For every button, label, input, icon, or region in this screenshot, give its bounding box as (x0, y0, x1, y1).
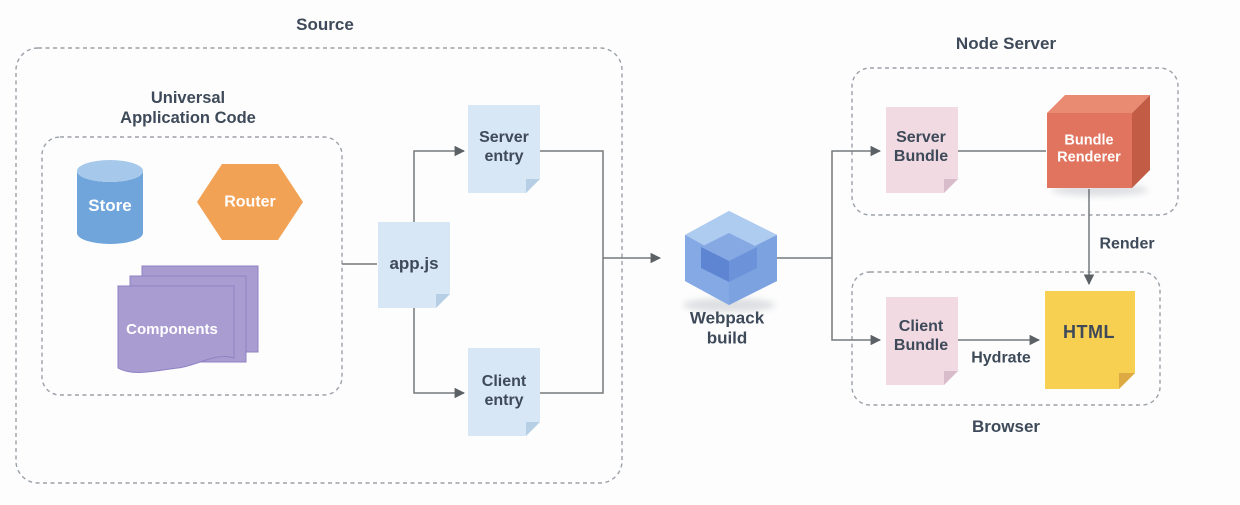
client-bundle-note-fold (944, 371, 958, 385)
store-cylinder-body (77, 171, 143, 244)
webpack-build-label: Webpack build (689, 308, 765, 348)
edge-entries-merge (540, 150, 604, 394)
client-entry-note (468, 348, 540, 436)
client-entry-note-fold (526, 422, 540, 436)
webpack-inner-right (729, 247, 757, 282)
html-note (1045, 291, 1135, 389)
components-node (117, 265, 259, 373)
bundle-renderer-top-face (1047, 95, 1150, 113)
html-node (1045, 291, 1135, 389)
store-cylinder-top (77, 160, 143, 182)
appjs-node (378, 222, 450, 308)
server-entry-label: Server entry (479, 128, 529, 165)
server-entry-note (468, 105, 540, 193)
render-edge-label: Render (1099, 235, 1155, 253)
node-server-title: Node Server (955, 33, 1057, 53)
router-hexagon (197, 164, 303, 240)
client-bundle-node (886, 297, 958, 385)
store-label: Store (88, 195, 132, 215)
node-server-container (851, 67, 1179, 216)
server-entry-node (468, 105, 540, 193)
universal-application-code-container (41, 136, 343, 396)
appjs-note (378, 222, 450, 308)
browser-title: Browser (971, 416, 1041, 436)
bundle-renderer-label: Bundle Renderer (1057, 132, 1121, 166)
html-label: HTML (1063, 322, 1115, 343)
client-bundle-note (886, 297, 958, 385)
server-bundle-label: Server Bundle (893, 128, 949, 165)
edge-appjs-to-server-entry (413, 145, 466, 222)
components-sheet-front (117, 285, 235, 373)
client-entry-node (468, 348, 540, 436)
bundle-renderer-side-face (1132, 95, 1150, 188)
browser-container (851, 271, 1161, 406)
edge-appjs-to-client-entry (413, 308, 466, 399)
bundle-renderer-front-face (1047, 113, 1132, 188)
html-note-fold (1119, 373, 1135, 389)
router-label: Router (224, 193, 276, 211)
client-entry-label: Client entry (481, 372, 527, 409)
store-node (77, 160, 143, 244)
server-bundle-note-fold (944, 179, 958, 193)
source-container (15, 47, 623, 484)
server-entry-note-fold (526, 179, 540, 193)
universal-application-code-title: Universal Application Code (120, 89, 256, 127)
appjs-label: app.js (389, 253, 439, 273)
webpack-inner-left (701, 247, 729, 282)
hydrate-edge-label: Hydrate (971, 349, 1031, 367)
server-bundle-note (886, 107, 958, 193)
source-title: Source (296, 14, 354, 34)
bundle-renderer-node (1047, 95, 1150, 196)
edge-webpack-to-server-bundle (831, 145, 882, 258)
webpack-cube-icon (683, 211, 777, 312)
appjs-note-fold (436, 294, 450, 308)
server-bundle-node (886, 107, 958, 193)
components-label: Components (126, 321, 218, 338)
edge-webpack-to-client-bundle (831, 258, 882, 346)
client-bundle-label: Client Bundle (893, 317, 949, 354)
